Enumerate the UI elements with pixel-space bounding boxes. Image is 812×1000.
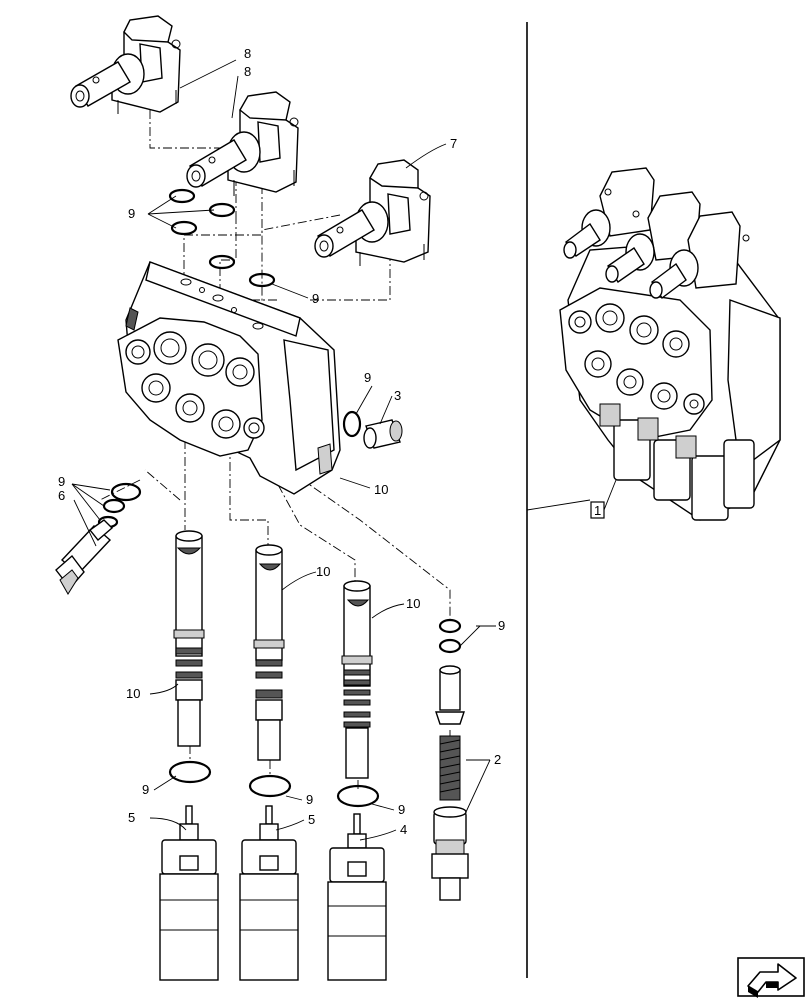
spool-middle: [253, 544, 285, 761]
o-rings-bottom: [168, 760, 380, 808]
spring-coils: [439, 739, 461, 793]
next-page-arrow-icon[interactable]: [737, 957, 805, 998]
callout-9-top: 9: [128, 206, 135, 221]
callout-9-bottom-b: 9: [306, 792, 313, 807]
leader-lines: [71, 59, 617, 841]
end-cap-right: [327, 813, 387, 981]
callout-5-b: 5: [308, 812, 315, 827]
o-rings-top: [168, 188, 276, 288]
check-valve-kit: [431, 618, 469, 901]
callout-3: 3: [394, 388, 401, 403]
callout-9-mid: 9: [312, 291, 319, 306]
callout-10-spool-b: 10: [316, 564, 330, 579]
end-cap-left: [159, 805, 219, 981]
callout-10-spool-c: 10: [406, 596, 420, 611]
assembled-valve: [559, 167, 781, 521]
callout-9-kit: 9: [498, 618, 505, 633]
valve-body: [117, 261, 341, 495]
spool-left: [173, 530, 205, 747]
spool-right: [341, 580, 373, 779]
callout-7: 7: [450, 136, 457, 151]
callout-10-body: 10: [374, 482, 388, 497]
plug-3: [342, 410, 403, 449]
callout-10-spool-a: 10: [126, 686, 140, 701]
callout-1-box: 1: [590, 501, 605, 519]
callout-8a: 8: [244, 46, 251, 61]
end-cap-middle: [239, 805, 299, 981]
callout-9-bottom-c: 9: [398, 802, 405, 817]
callout-2: 2: [494, 752, 501, 767]
callouts: 8 8 7 9 9 9 3 10 9 6 10 10 10 9 2 9 9 9 …: [58, 46, 505, 837]
relief-valve-6: [55, 482, 142, 595]
callout-4: 4: [400, 822, 407, 837]
callout-9-right: 9: [364, 370, 371, 385]
callout-6: 6: [58, 488, 65, 503]
callout-1: 1: [594, 503, 601, 518]
callout-9-left: 9: [58, 474, 65, 489]
callout-9-bottom-a: 9: [142, 782, 149, 797]
lever-housing-upper: [70, 15, 181, 114]
callout-8b: 8: [244, 64, 251, 79]
lever-housing-middle: [186, 91, 299, 196]
callout-5-a: 5: [128, 810, 135, 825]
lever-housing-lower: [314, 159, 431, 266]
